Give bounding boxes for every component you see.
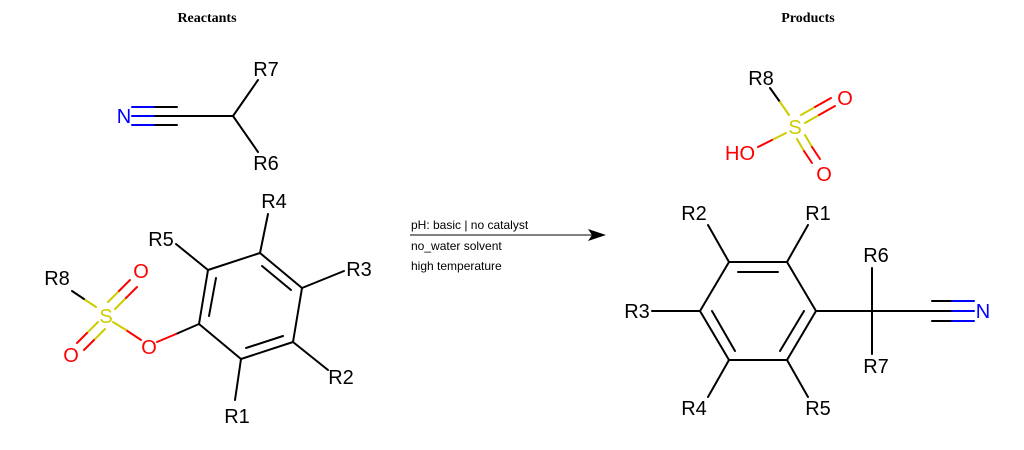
bond-s-o-up-a [107, 290, 120, 303]
label-r8: R8 [44, 268, 70, 290]
bond-s-o-up-d [125, 286, 138, 299]
condition-solvent: no_water solvent [411, 239, 502, 253]
bond-s-o2-d [811, 146, 821, 160]
atom-s-product: S [788, 117, 801, 139]
condition-ph: pH: basic | no catalyst [411, 218, 529, 232]
bond-o-s-b [112, 321, 127, 331]
label-r8-product: R8 [748, 68, 774, 90]
atom-o-product-down: O [816, 164, 832, 186]
product-aryl-nitrile: R2 R1 R3 R4 R5 R6 R7 N [624, 203, 990, 420]
ring-bond-1 [207, 252, 261, 271]
bond-ring-r2 [292, 341, 329, 371]
bond-s-o-dn-a [86, 321, 99, 334]
bond-r8-s-b [779, 101, 790, 116]
bond-s-o1-b [814, 97, 832, 108]
atom-ho: HO [725, 143, 755, 165]
bond-r8-s-a [769, 87, 781, 103]
atom-s: S [99, 306, 112, 328]
bond-ring-o-b [156, 333, 177, 343]
ring-bond-3 [292, 287, 303, 343]
ring-bond-2-inner [261, 265, 292, 291]
p-label-r7: R7 [863, 356, 889, 378]
p-bond-ring-r1 [786, 224, 809, 263]
p-label-r4: R4 [681, 398, 707, 420]
ring-bond-4 [240, 341, 294, 360]
label-r3: R3 [346, 259, 372, 281]
p-bond-ring-r2 [707, 224, 730, 263]
arrow-head [588, 229, 606, 241]
bond-ch-r7 [232, 79, 259, 117]
p-ring-bond-5 [699, 310, 730, 361]
bond-s-o-dn-d [83, 339, 95, 351]
ring-bond-6-inner [208, 277, 217, 317]
products-header: Products [781, 11, 835, 26]
bond-s-o2-c [804, 134, 813, 148]
ring-bond-2 [259, 252, 303, 289]
bond-s-o1-a [800, 106, 816, 116]
label-r1: R1 [224, 406, 250, 428]
atom-o-product-up: O [837, 88, 853, 110]
bond-s-o1-c [804, 114, 820, 124]
bond-s-o-dn-c [93, 328, 106, 341]
bond-s-o1-d [818, 105, 836, 116]
bond-s-o-up-b [118, 279, 131, 292]
p-label-r3: R3 [624, 301, 650, 323]
p-ring-bond-5-inner [711, 310, 736, 352]
bond-ring-r5 [175, 243, 209, 271]
product-sulfonic-acid: R8 S O O HO [725, 68, 853, 186]
label-r2: R2 [328, 367, 354, 389]
bond-ring-r3 [301, 270, 345, 289]
ring-bond-5 [198, 323, 242, 360]
atom-n: N [117, 106, 131, 128]
p-ring-bond-2 [786, 261, 817, 312]
bond-s-oh-b [757, 139, 773, 148]
label-r6: R6 [253, 153, 279, 175]
p-label-r2: R2 [681, 203, 707, 225]
label-r7: R7 [253, 59, 279, 81]
p-atom-n: N [976, 301, 990, 323]
ring-bond-6 [198, 269, 209, 325]
p-ring-bond-3 [786, 310, 817, 361]
atom-o-up: O [133, 261, 149, 283]
bond-ring-r1 [234, 358, 242, 401]
label-r4: R4 [261, 191, 287, 213]
p-bond-ring-r5 [786, 359, 809, 398]
p-bond-ring-r4 [707, 359, 730, 398]
label-r5: R5 [148, 229, 174, 251]
bond-o-s-a [125, 329, 142, 341]
bond-s-r8-b [71, 290, 85, 300]
reactant-aryl-sulfonate: R4 R5 R3 R2 R1 R8 S O O O [44, 191, 372, 428]
bond-s-o-dn-b [76, 332, 88, 344]
bond-s-o2-b [803, 150, 813, 164]
bond-s-o-up-c [114, 297, 127, 310]
bond-s-o2-a [796, 138, 805, 152]
p-label-r5: R5 [805, 398, 831, 420]
bond-ring-o-a [175, 323, 200, 335]
bond-s-oh-a [771, 132, 787, 141]
p-label-r1: R1 [805, 203, 831, 225]
bond-s-r8-a [83, 298, 97, 308]
reactants-header: Reactants [177, 11, 237, 26]
ring-bond-4-inner [245, 335, 284, 349]
reactant-nitrile: N R7 R6 [117, 59, 279, 175]
condition-temperature: high temperature [411, 259, 502, 273]
atom-o-ester: O [141, 337, 157, 359]
bond-ring-r4 [259, 213, 269, 254]
reaction-arrow: pH: basic | no catalyst no_water solvent… [410, 218, 606, 273]
atom-o-down: O [63, 345, 79, 367]
p-ring-bond-6 [699, 261, 730, 312]
p-label-r6: R6 [863, 245, 889, 267]
p-ring-bond-3-inner [779, 310, 805, 352]
bond-ch-r6 [232, 115, 259, 153]
